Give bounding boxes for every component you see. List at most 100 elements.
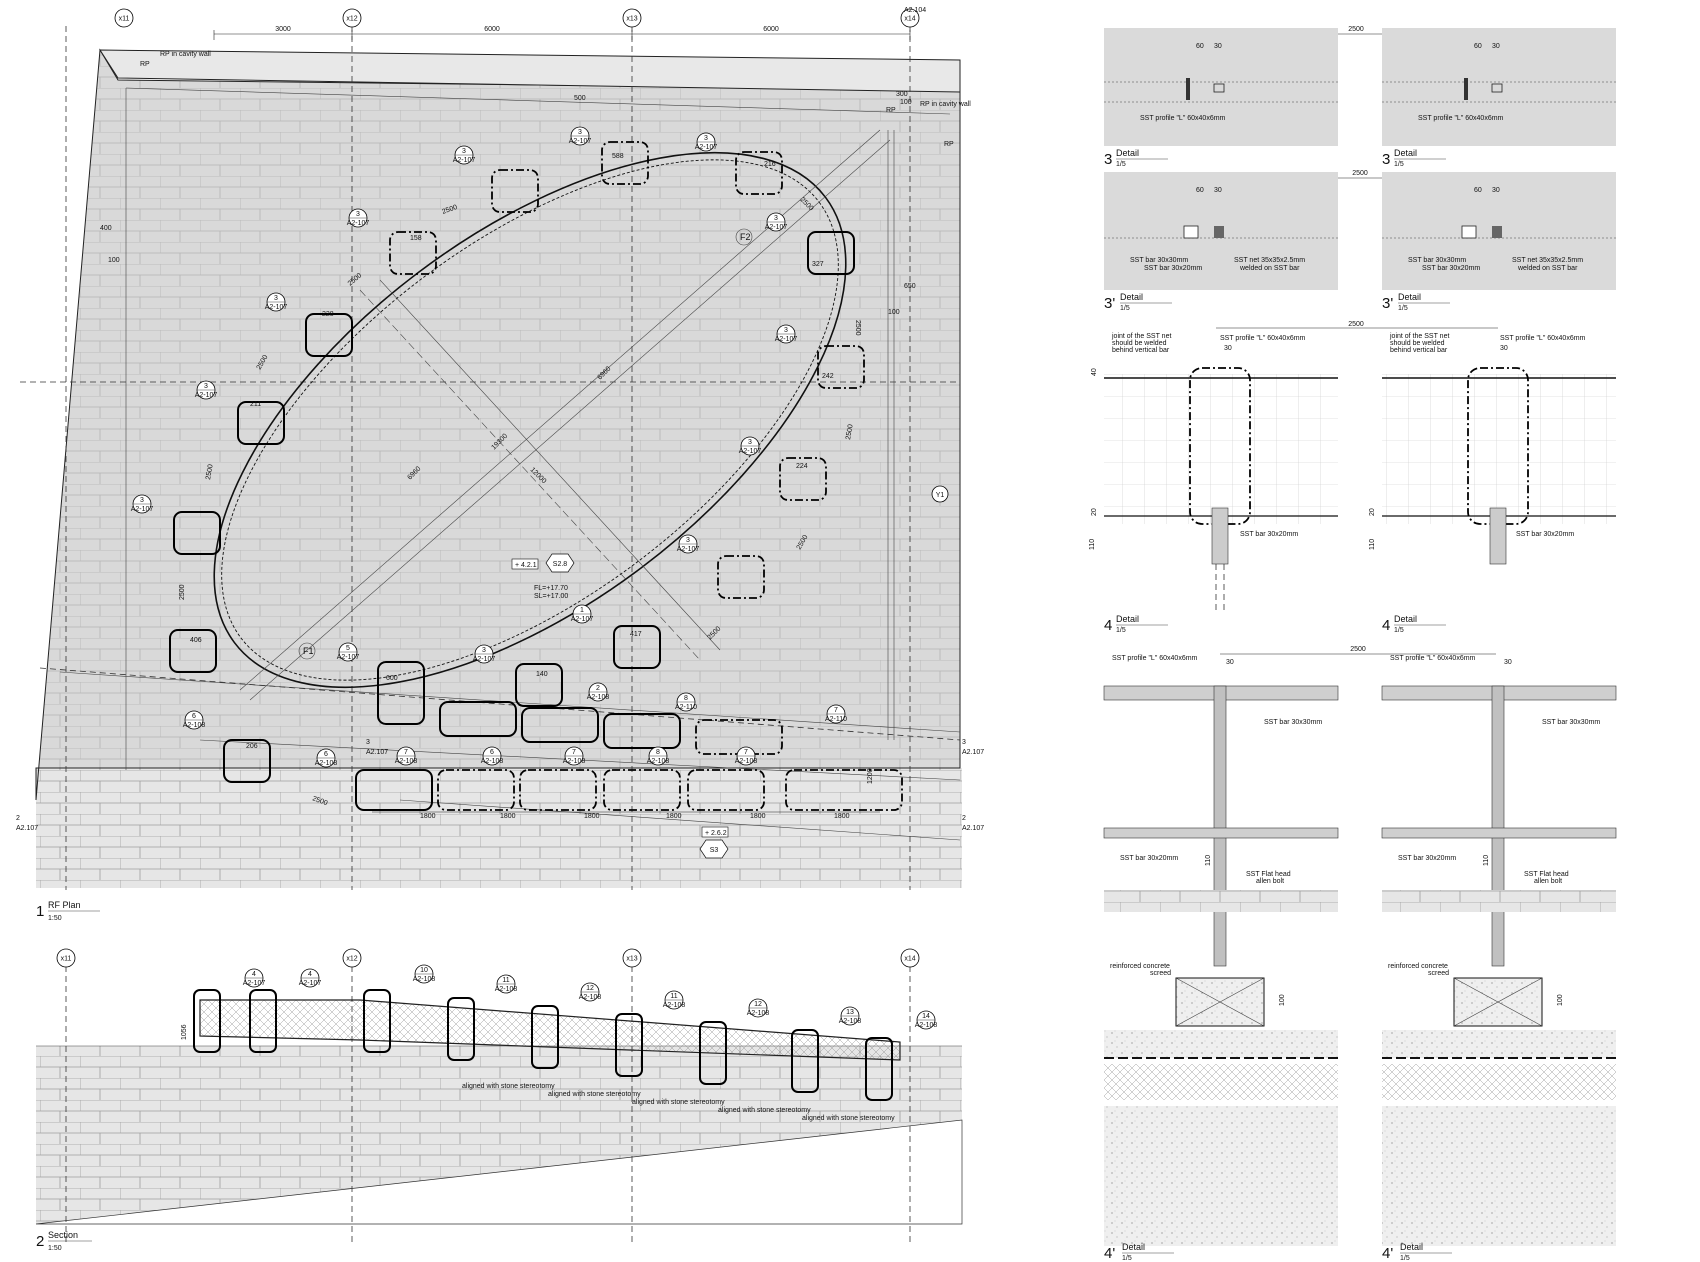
svg-text:reinforced concrete: reinforced concrete — [1388, 963, 1448, 970]
svg-text:welded on SST bar: welded on SST bar — [1239, 265, 1300, 272]
grid-label: x12 — [346, 16, 357, 23]
svg-text:327: 327 — [812, 261, 824, 268]
svg-text:A2-107: A2-107 — [569, 138, 592, 145]
svg-text:6000: 6000 — [484, 26, 500, 33]
svg-text:behind vertical bar: behind vertical bar — [1112, 347, 1170, 354]
svg-text:1800: 1800 — [420, 813, 436, 820]
svg-text:60: 60 — [1196, 187, 1204, 194]
svg-text:A2-107: A2-107 — [765, 224, 788, 231]
svg-text:1/5: 1/5 — [1400, 1255, 1410, 1262]
svg-text:SST bar 30x20mm: SST bar 30x20mm — [1240, 531, 1298, 538]
svg-text:A2-108: A2-108 — [395, 758, 418, 765]
svg-text:A2-107: A2-107 — [473, 656, 496, 663]
svg-text:3: 3 — [962, 739, 966, 746]
svg-text:30: 30 — [1224, 345, 1232, 352]
svg-text:300: 300 — [896, 91, 908, 98]
wall-note: RP in cavity wall — [160, 51, 211, 58]
svg-text:11: 11 — [502, 977, 509, 984]
svg-text:A2-108: A2-108 — [481, 758, 504, 765]
svg-text:3': 3' — [1104, 295, 1115, 312]
svg-text:1/5: 1/5 — [1120, 305, 1130, 312]
svg-text:A2-107: A2-107 — [347, 220, 370, 227]
svg-text:aligned with stone stereotomy: aligned with stone stereotomy — [718, 1107, 811, 1114]
wall-note: RP in cavity wall — [920, 101, 971, 108]
axis-f2: F2 — [740, 232, 751, 242]
svg-text:2500: 2500 — [1348, 26, 1364, 33]
svg-text:3: 3 — [204, 383, 208, 390]
svg-text:2: 2 — [962, 815, 966, 822]
svg-text:1800: 1800 — [750, 813, 766, 820]
svg-text:110: 110 — [1205, 855, 1212, 866]
svg-text:20: 20 — [1091, 508, 1098, 516]
section-markers: 2A2.107 2A2.107 3A2.107 3A2.107 — [16, 739, 984, 832]
level-fl: FL=+17.70 — [534, 585, 568, 592]
svg-text:60: 60 — [1196, 43, 1204, 50]
svg-text:Detail: Detail — [1116, 614, 1139, 624]
svg-text:A2-107: A2-107 — [337, 654, 360, 661]
svg-text:1/5: 1/5 — [1116, 161, 1126, 168]
svg-text:1200: 1200 — [867, 768, 874, 784]
svg-text:SST bar 30x20mm: SST bar 30x20mm — [1120, 855, 1178, 862]
grid-lines — [20, 26, 961, 890]
svg-text:joint of the SST net: joint of the SST net — [1389, 333, 1449, 340]
svg-text:2: 2 — [36, 1233, 44, 1250]
grid-label: x11 — [119, 16, 130, 23]
svg-text:1800: 1800 — [666, 813, 682, 820]
detail-4-row: 2500 joint of the SST net should be weld… — [1089, 321, 1616, 634]
svg-text:A2-107: A2-107 — [571, 616, 594, 623]
section-posts — [193, 989, 893, 1101]
svg-text:6: 6 — [490, 749, 494, 756]
svg-text:1/5: 1/5 — [1116, 627, 1126, 634]
svg-text:100: 100 — [1279, 994, 1286, 1006]
svg-text:30: 30 — [1226, 659, 1234, 666]
svg-text:SST profile "L" 60x40x6mm: SST profile "L" 60x40x6mm — [1418, 115, 1504, 122]
axis-f1: F1 — [303, 646, 314, 656]
svg-text:30: 30 — [1492, 43, 1500, 50]
level-mark: + 2.6.2 — [705, 830, 727, 837]
svg-text:Section: Section — [48, 1230, 78, 1240]
grid-bubbles: x11 x12 x13 x14 — [114, 8, 920, 28]
svg-text:SST profile "L" 60x40x6mm: SST profile "L" 60x40x6mm — [1220, 335, 1306, 342]
svg-text:8: 8 — [684, 695, 688, 702]
svg-text:A2-107: A2-107 — [131, 506, 154, 513]
svg-text:10: 10 — [420, 967, 428, 974]
svg-text:A2-108: A2-108 — [839, 1018, 862, 1025]
section-view: x11 x12 x13 x14 1056 4A2-107 4A2-107 10A… — [35, 948, 963, 1252]
svg-text:224: 224 — [796, 463, 808, 470]
svg-text:A2-108: A2-108 — [663, 1002, 686, 1009]
svg-text:4: 4 — [308, 971, 312, 978]
svg-text:100: 100 — [1557, 994, 1564, 1006]
svg-text:SST bar 30x30mm: SST bar 30x30mm — [1264, 719, 1322, 726]
svg-text:A2-108: A2-108 — [579, 994, 602, 1001]
svg-text:3: 3 — [140, 497, 144, 504]
svg-text:reinforced concrete: reinforced concrete — [1110, 963, 1170, 970]
svg-text:3: 3 — [1104, 151, 1112, 168]
svg-text:100: 100 — [108, 257, 120, 264]
svg-text:3: 3 — [774, 215, 778, 222]
svg-text:1:50: 1:50 — [48, 915, 62, 922]
svg-text:A2-108: A2-108 — [183, 722, 206, 729]
svg-text:2500: 2500 — [1352, 170, 1368, 177]
svg-text:228: 228 — [322, 311, 334, 318]
svg-text:A2-108: A2-108 — [495, 986, 518, 993]
svg-text:13: 13 — [846, 1009, 854, 1016]
svg-text:4: 4 — [1382, 617, 1390, 634]
svg-text:30: 30 — [1214, 187, 1222, 194]
svg-text:100: 100 — [900, 99, 912, 106]
svg-text:A2-108: A2-108 — [735, 758, 758, 765]
pier-boxes — [169, 141, 903, 811]
svg-text:SST profile "L" 60x40x6mm: SST profile "L" 60x40x6mm — [1390, 655, 1476, 662]
svg-text:7: 7 — [404, 749, 408, 756]
bottom-dims: 1800 1800 1800 1800 1800 1800 — [372, 811, 880, 820]
svg-text:1:50: 1:50 — [48, 1245, 62, 1252]
svg-text:SST Flat head: SST Flat head — [1524, 871, 1569, 878]
detail-3-row: 2500 60 30 SST profile "L" 60x40x6mm 3 D… — [1104, 26, 1616, 168]
svg-text:211: 211 — [250, 401, 261, 408]
side-tag: Y1 — [936, 492, 945, 499]
svg-text:3000: 3000 — [275, 26, 291, 33]
svg-text:406: 406 — [190, 637, 202, 644]
svg-text:allen bolt: allen bolt — [1256, 878, 1284, 885]
svg-text:3: 3 — [686, 537, 690, 544]
grid-label: x14 — [904, 956, 915, 963]
